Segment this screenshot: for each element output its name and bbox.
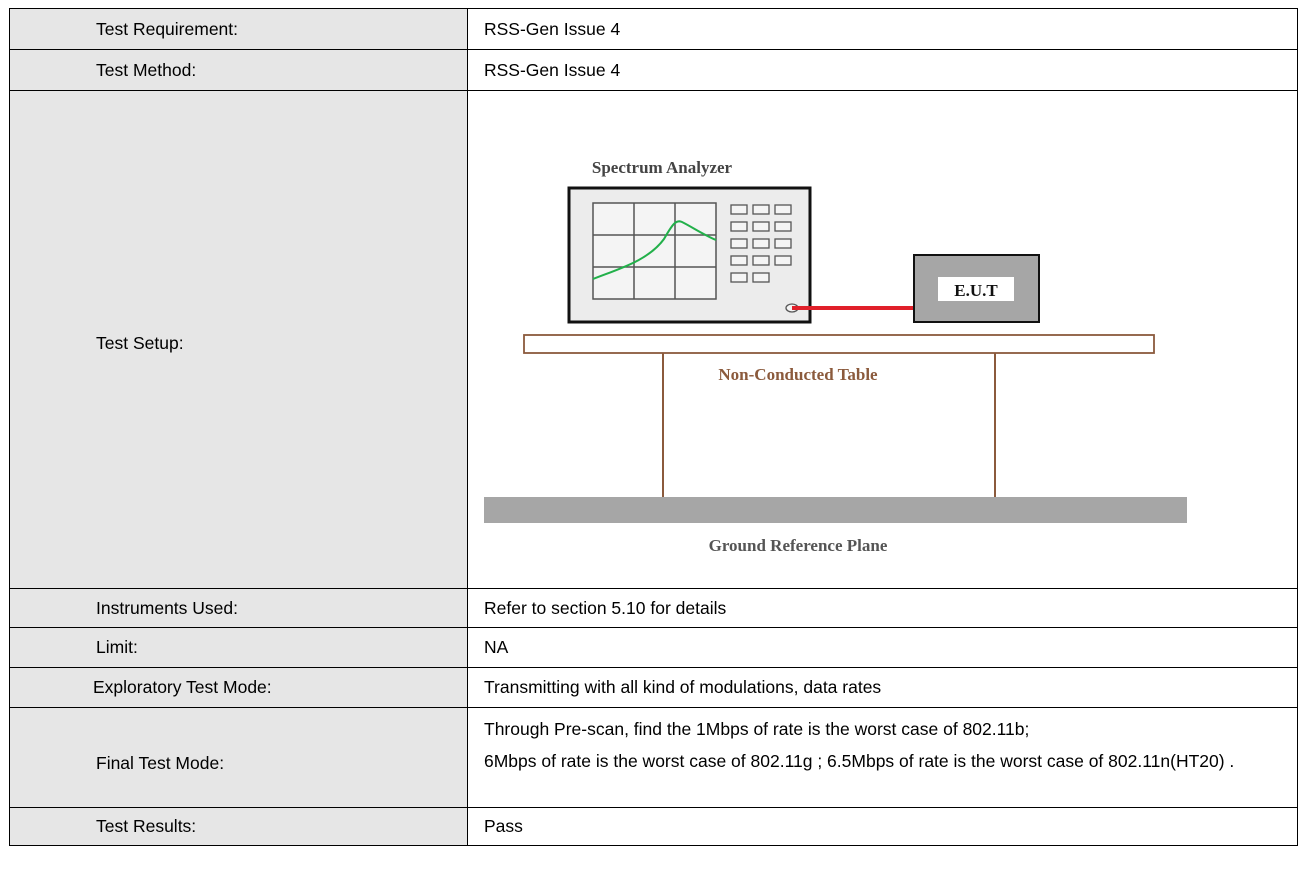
exploratory-test-mode-label: Exploratory Test Mode: bbox=[9, 667, 468, 708]
table-label: Non-Conducted Table bbox=[718, 365, 878, 384]
final-test-mode-line2: 6Mbps of rate is the worst case of 802.1… bbox=[484, 751, 1235, 771]
test-results-label: Test Results: bbox=[9, 807, 468, 846]
row-exploratory-test-mode: Exploratory Test Mode: Transmitting with… bbox=[9, 667, 1298, 708]
test-spec-table: Test Requirement: RSS-Gen Issue 4 Test M… bbox=[9, 8, 1298, 846]
row-limit: Limit: NA bbox=[9, 627, 1298, 668]
test-results-value: Pass bbox=[467, 807, 1298, 846]
limit-value: NA bbox=[467, 627, 1298, 668]
final-test-mode-value: Through Pre-scan, find the 1Mbps of rate… bbox=[467, 707, 1298, 808]
test-requirement-label: Test Requirement: bbox=[9, 8, 468, 50]
ground-reference-plane bbox=[484, 497, 1187, 523]
test-setup-label: Test Setup: bbox=[9, 90, 468, 589]
non-conducted-table bbox=[523, 334, 1155, 354]
final-test-mode-label: Final Test Mode: bbox=[9, 707, 468, 808]
exploratory-test-mode-value: Transmitting with all kind of modulation… bbox=[467, 667, 1298, 708]
row-test-requirement: Test Requirement: RSS-Gen Issue 4 bbox=[9, 8, 1298, 50]
row-test-setup: Test Setup: Spectrum Analyzer bbox=[9, 90, 1298, 589]
test-method-value: RSS-Gen Issue 4 bbox=[467, 49, 1298, 91]
row-test-results: Test Results: Pass bbox=[9, 807, 1298, 846]
analyzer-screen bbox=[592, 202, 717, 300]
row-final-test-mode: Final Test Mode: Through Pre-scan, find … bbox=[9, 707, 1298, 808]
limit-label: Limit: bbox=[9, 627, 468, 668]
ground-label: Ground Reference Plane bbox=[709, 536, 888, 555]
test-method-label: Test Method: bbox=[9, 49, 468, 91]
analyzer-buttons bbox=[730, 204, 792, 283]
row-test-method: Test Method: RSS-Gen Issue 4 bbox=[9, 49, 1298, 91]
test-setup-diagram: Spectrum Analyzer bbox=[484, 158, 1187, 555]
eut-label-bg bbox=[938, 277, 1014, 301]
eut-label: E.U.T bbox=[954, 281, 998, 300]
analyzer-label: Spectrum Analyzer bbox=[592, 158, 733, 177]
final-test-mode-line1: Through Pre-scan, find the 1Mbps of rate… bbox=[484, 719, 1030, 739]
instruments-used-label: Instruments Used: bbox=[9, 588, 468, 628]
test-requirement-value: RSS-Gen Issue 4 bbox=[467, 8, 1298, 50]
spectrum-trace bbox=[592, 220, 717, 280]
test-setup-diagram-cell: Spectrum Analyzer bbox=[467, 90, 1298, 589]
instruments-used-value: Refer to section 5.10 for details bbox=[467, 588, 1298, 628]
row-instruments-used: Instruments Used: Refer to section 5.10 … bbox=[9, 588, 1298, 628]
